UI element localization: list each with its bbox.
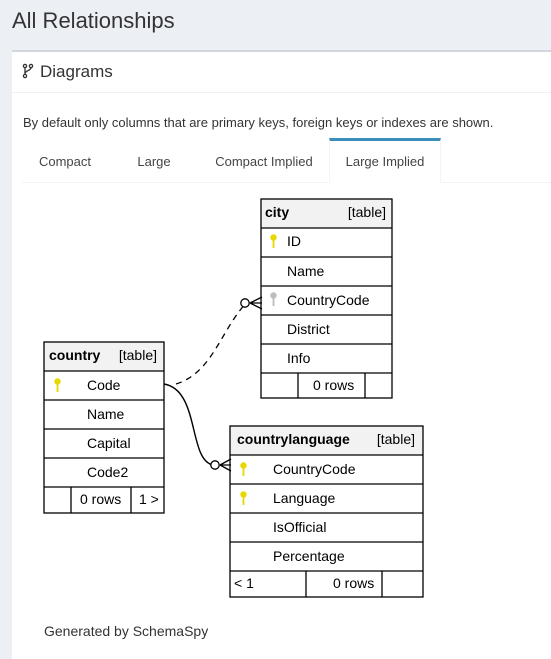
- tab-compact-implied[interactable]: Compact Implied: [215, 154, 313, 169]
- table-city[interactable]: city [table] ID Name CountryCode Distric…: [260, 198, 393, 399]
- column-name: CountryCode: [287, 292, 370, 308]
- column-name: IsOfficial: [273, 519, 326, 535]
- key-icon: [240, 491, 247, 505]
- column-name: Language: [273, 490, 336, 506]
- column-name: Percentage: [273, 548, 345, 564]
- relationship-end-circle: [240, 298, 250, 308]
- page-title: All Relationships: [12, 8, 175, 33]
- code-fork-icon: [22, 63, 34, 79]
- table-type: [table]: [377, 431, 415, 447]
- column-name: ID: [287, 233, 301, 249]
- diagram-tabs: Compact Large Compact Implied Large Impl…: [22, 138, 551, 183]
- column-name: Code: [87, 377, 121, 393]
- tab-compact[interactable]: Compact: [38, 154, 92, 169]
- table-country[interactable]: country [table] Code Name Capital Code2 …: [43, 341, 165, 514]
- relationship-line: [163, 383, 214, 466]
- box-header: Diagrams: [12, 52, 551, 93]
- table-row-count: 0 rows: [333, 575, 374, 591]
- table-name: country: [49, 347, 101, 363]
- table-name: countrylanguage: [237, 431, 350, 447]
- key-icon: [270, 234, 277, 248]
- column-name: Name: [87, 406, 125, 422]
- table-row-count: 0 rows: [80, 491, 121, 507]
- relationship-crowfoot: [219, 458, 232, 472]
- column-name: CountryCode: [273, 461, 356, 477]
- column-name: Capital: [87, 435, 131, 451]
- table-name: city: [265, 204, 289, 220]
- table-row-count: 0 rows: [313, 377, 354, 393]
- implied-relationship-line: [175, 302, 247, 385]
- relationship-end-circle: [210, 460, 220, 470]
- tab-large[interactable]: Large: [137, 154, 171, 169]
- column-name: District: [287, 321, 330, 337]
- table-children-link[interactable]: 1 >: [139, 491, 159, 507]
- table-type: [table]: [348, 204, 386, 220]
- diagram-note: By default only columns that are primary…: [23, 115, 494, 130]
- column-name: Info: [287, 350, 311, 366]
- column-name: Code2: [87, 464, 128, 480]
- box-title: Diagrams: [40, 62, 113, 81]
- table-type: [table]: [119, 347, 157, 363]
- generated-by-text: Generated by SchemaSpy: [44, 623, 209, 639]
- column-name: Name: [287, 263, 325, 279]
- table-countrylanguage[interactable]: countrylanguage [table] CountryCode Lang…: [229, 425, 424, 598]
- tab-large-implied[interactable]: Large Implied: [329, 138, 441, 183]
- foreign-key-icon: [270, 292, 277, 306]
- key-icon: [54, 378, 61, 392]
- key-icon: [240, 462, 247, 476]
- relationship-crowfoot: [249, 296, 263, 310]
- table-parents-link[interactable]: < 1: [234, 575, 254, 591]
